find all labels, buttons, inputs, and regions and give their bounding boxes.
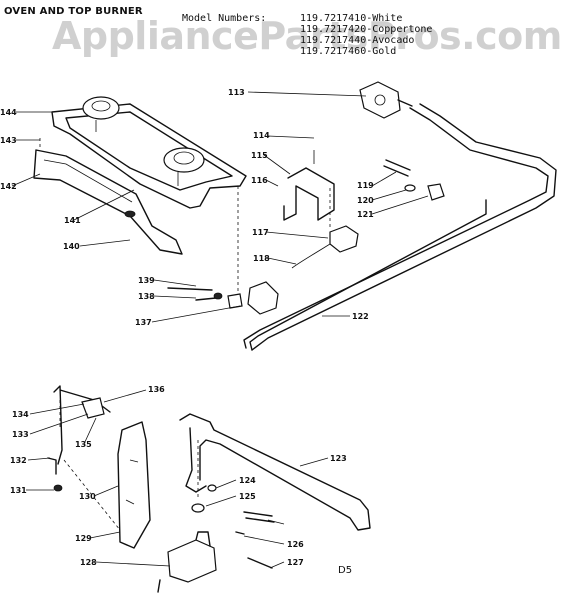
oven-valve xyxy=(359,81,413,119)
callout-120[interactable]: 120 xyxy=(357,196,374,205)
callout-118[interactable]: 118 xyxy=(253,254,270,263)
callout-116[interactable]: 116 xyxy=(251,176,268,185)
callout-124[interactable]: 124 xyxy=(239,476,256,485)
callout-139[interactable]: 139 xyxy=(138,276,155,285)
callout-132[interactable]: 132 xyxy=(10,456,27,465)
diagram-code: D5 xyxy=(338,565,353,576)
thermostat-parts xyxy=(291,225,359,269)
callout-127[interactable]: 127 xyxy=(287,558,304,567)
callout-129[interactable]: 129 xyxy=(75,534,92,543)
top-burner-assembly xyxy=(51,96,247,209)
callout-136[interactable]: 136 xyxy=(148,385,165,394)
callout-123[interactable]: 123 xyxy=(330,454,347,463)
model-numbers-label: Model Numbers: xyxy=(182,13,267,24)
valve-bracket xyxy=(283,150,335,221)
thermocouple xyxy=(47,385,111,492)
callout-130[interactable]: 130 xyxy=(79,492,96,501)
callout-126[interactable]: 126 xyxy=(287,540,304,549)
orifice-parts xyxy=(383,159,445,201)
watermark: AppliancePartsPros.com xyxy=(52,14,562,58)
callout-114[interactable]: 114 xyxy=(253,131,270,140)
gas-tube xyxy=(243,103,557,351)
callout-121[interactable]: 121 xyxy=(357,210,374,219)
model-number: 119.7217440-Avocado xyxy=(300,35,415,46)
callout-117[interactable]: 117 xyxy=(252,228,269,237)
callout-133[interactable]: 133 xyxy=(12,430,29,439)
callout-141[interactable]: 141 xyxy=(64,216,81,225)
callout-140[interactable]: 140 xyxy=(63,242,80,251)
oven-burner-tube xyxy=(179,413,371,531)
pilot-bracket xyxy=(117,421,151,549)
model-number: 119.7217420-Coppertone xyxy=(300,24,433,35)
callout-131[interactable]: 131 xyxy=(10,486,27,495)
model-number: 119.7217460-Gold xyxy=(300,46,397,57)
callout-142[interactable]: 142 xyxy=(0,182,17,191)
model-numbers: Model Numbers: 119.7217410-White 119.7217… xyxy=(182,13,432,57)
callout-128[interactable]: 128 xyxy=(80,558,97,567)
callout-leaders xyxy=(11,91,429,569)
burner-valve xyxy=(167,281,279,315)
callout-138[interactable]: 138 xyxy=(138,292,155,301)
diagram-title: OVEN AND TOP BURNER xyxy=(4,6,143,17)
callout-113[interactable]: 113 xyxy=(228,88,245,97)
safety-valve xyxy=(157,484,275,593)
callout-137[interactable]: 137 xyxy=(135,318,152,327)
callout-134[interactable]: 134 xyxy=(12,410,29,419)
burner-support xyxy=(33,149,183,255)
callout-119[interactable]: 119 xyxy=(357,181,374,190)
callout-122[interactable]: 122 xyxy=(352,312,369,321)
callout-115[interactable]: 115 xyxy=(251,151,268,160)
model-number: 119.7217410-White xyxy=(300,13,403,24)
callout-125[interactable]: 125 xyxy=(239,492,256,501)
callout-144[interactable]: 144 xyxy=(0,108,17,117)
callout-135[interactable]: 135 xyxy=(75,440,92,449)
callout-143[interactable]: 143 xyxy=(0,136,17,145)
dashed-leaders xyxy=(39,138,331,531)
